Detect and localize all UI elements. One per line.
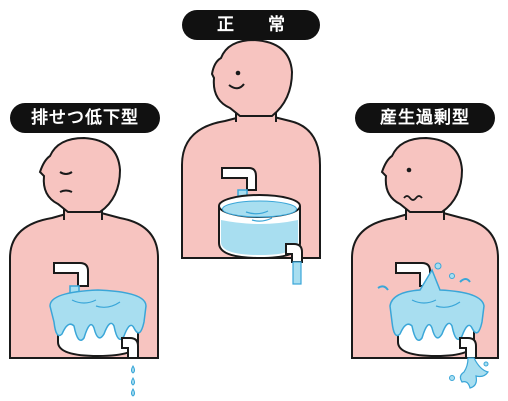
over-outflow-gush <box>459 357 489 389</box>
over-splash-4 <box>459 278 471 283</box>
over-splash-2 <box>449 273 455 279</box>
label-normal: 正 常 <box>182 10 320 40</box>
label-low-excretion: 排せつ低下型 <box>10 103 160 133</box>
over-head <box>380 136 464 213</box>
low-eye-closed <box>59 171 73 175</box>
over-overflow-water <box>389 268 485 341</box>
normal-head <box>210 38 294 117</box>
normal-water <box>221 220 298 255</box>
normal-water-surface <box>222 200 297 218</box>
low-drip-2 <box>131 377 135 386</box>
normal-eye <box>235 70 241 76</box>
over-outlet <box>459 337 477 359</box>
over-faucet <box>395 262 431 287</box>
over-eye <box>406 167 412 173</box>
over-mouth-wavy <box>403 195 423 201</box>
normal-outlet <box>285 243 303 263</box>
over-splash-1 <box>434 262 442 270</box>
normal-outflow <box>292 261 302 285</box>
normal-faucet <box>221 167 257 191</box>
low-faucet <box>53 262 89 287</box>
over-splash-3 <box>377 285 389 291</box>
low-head <box>38 136 122 213</box>
low-drip-3 <box>131 388 135 397</box>
figure-low-excretion <box>9 136 159 397</box>
low-mouth <box>59 189 73 193</box>
low-drip-1 <box>131 365 135 374</box>
figure-overproduction <box>351 136 499 389</box>
normal-smile <box>228 83 245 90</box>
figure-normal <box>181 38 321 285</box>
low-outlet <box>121 337 139 359</box>
low-overflow-water <box>49 289 147 341</box>
label-overproduction: 産生過剰型 <box>355 103 495 133</box>
